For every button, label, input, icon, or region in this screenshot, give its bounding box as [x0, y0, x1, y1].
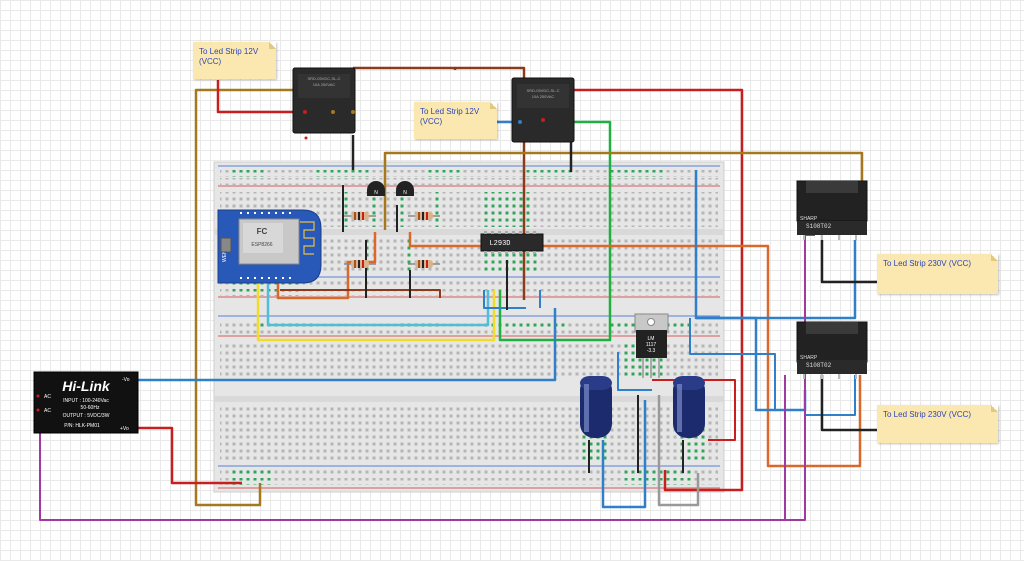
psu-freq: 50-60Hz: [81, 405, 100, 411]
wire-yellow: [256, 282, 496, 342]
wire-blue-short: [483, 290, 526, 309]
note-ssr1-led-strip: To Led Strip 230V (VCC): [877, 254, 998, 294]
transistor-1[interactable]: N: [367, 181, 385, 196]
svg-text:N: N: [374, 190, 378, 196]
wire-blue-reg: [617, 352, 652, 391]
wire-grey: [657, 395, 700, 507]
ssr2-brand: SHARP: [800, 355, 818, 361]
psu-ac-2: AC: [44, 408, 51, 414]
resistor-2: [408, 212, 440, 220]
relay-1[interactable]: SRD-05VDC-SL-C 10A 250VAC: [292, 67, 356, 140]
psu-ac-1: AC: [44, 394, 51, 400]
voltage-regulator[interactable]: LM 1117 -3.3: [634, 313, 669, 378]
wire-orange-2: [276, 232, 377, 300]
svg-text:10A 250VAC: 10A 250VAC: [532, 94, 555, 99]
wire-green: [498, 120, 612, 342]
wire-blue-psu: [138, 308, 557, 382]
svg-text:FC: FC: [257, 227, 268, 236]
reg-line2: 1117: [646, 342, 657, 348]
svg-text:SRD-05VDC-SL-C: SRD-05VDC-SL-C: [307, 76, 340, 81]
wemos-d1-mini[interactable]: FC ESP8266 WEMOS: [217, 209, 322, 284]
ssr-2[interactable]: SHARP S108T02: [796, 321, 868, 379]
relay-2[interactable]: SRD-05VDC-SL-C 10A 250VAC: [511, 77, 575, 143]
wire-blue-cap: [601, 400, 647, 509]
transistor-2[interactable]: N: [396, 181, 414, 196]
capacitor-1[interactable]: [580, 376, 612, 438]
l293d-label: L293D: [489, 240, 510, 248]
psu-vout-neg: -Vo: [122, 377, 130, 383]
note-ssr2-led-strip: To Led Strip 230V (VCC): [877, 405, 998, 443]
wire-black-ssr1: [820, 240, 878, 284]
psu-input: INPUT : 100-240Vac: [63, 398, 109, 404]
wire-orange-1: [408, 232, 862, 468]
reg-line3: -3.3: [647, 348, 656, 354]
wire-ochre-left: [194, 88, 333, 507]
svg-text:N: N: [403, 190, 407, 196]
wire-blue-mid: [689, 318, 776, 410]
psu-pn: P/N: HLK-PM01: [64, 423, 100, 429]
note-relay2-led-strip: To Led Strip 12V (VCC): [414, 102, 497, 139]
capacitor-2[interactable]: [673, 376, 705, 438]
resistor-3: [344, 260, 376, 268]
wire-black-ssr2: [820, 375, 878, 432]
wire-purple-2: [784, 375, 795, 521]
wire-brown-relay1: [353, 66, 457, 70]
psu-brand: Hi-Link: [62, 378, 111, 394]
resistor-4: [408, 260, 440, 268]
resistors: [344, 212, 440, 268]
wire-blue-ssr-out: [696, 240, 857, 320]
ssr1-brand: SHARP: [800, 216, 818, 222]
wire-red-psu: [138, 426, 242, 485]
psu-vout-pos: +Vo: [120, 426, 129, 432]
ssr-1[interactable]: SHARP S108T02: [796, 180, 868, 240]
wire-red-relay1: [216, 80, 305, 114]
note-relay1-led-strip: To Led Strip 12V (VCC): [193, 42, 276, 79]
l293d-chip[interactable]: L293D: [480, 231, 544, 254]
resistor-1: [344, 212, 376, 220]
wire-brown-internal: [280, 289, 441, 298]
psu-output: OUTPUT : 5VDC/3W: [63, 413, 110, 419]
hilink-psu[interactable]: Hi-Link INPUT : 100-240Vac 50-60Hz OUTPU…: [33, 371, 139, 434]
wire-blue-ssr2: [805, 375, 856, 416]
ssr2-part: S108T02: [806, 362, 832, 369]
svg-text:10A 250VAC: 10A 250VAC: [313, 82, 336, 87]
wire-brown-main: [455, 66, 526, 300]
ssr1-part: S108T02: [806, 223, 832, 230]
wemos-chip-label: ESP8266: [251, 242, 272, 248]
reg-line1: LM: [648, 336, 655, 342]
svg-text:SRD-05VDC-SL-C: SRD-05VDC-SL-C: [526, 88, 559, 93]
